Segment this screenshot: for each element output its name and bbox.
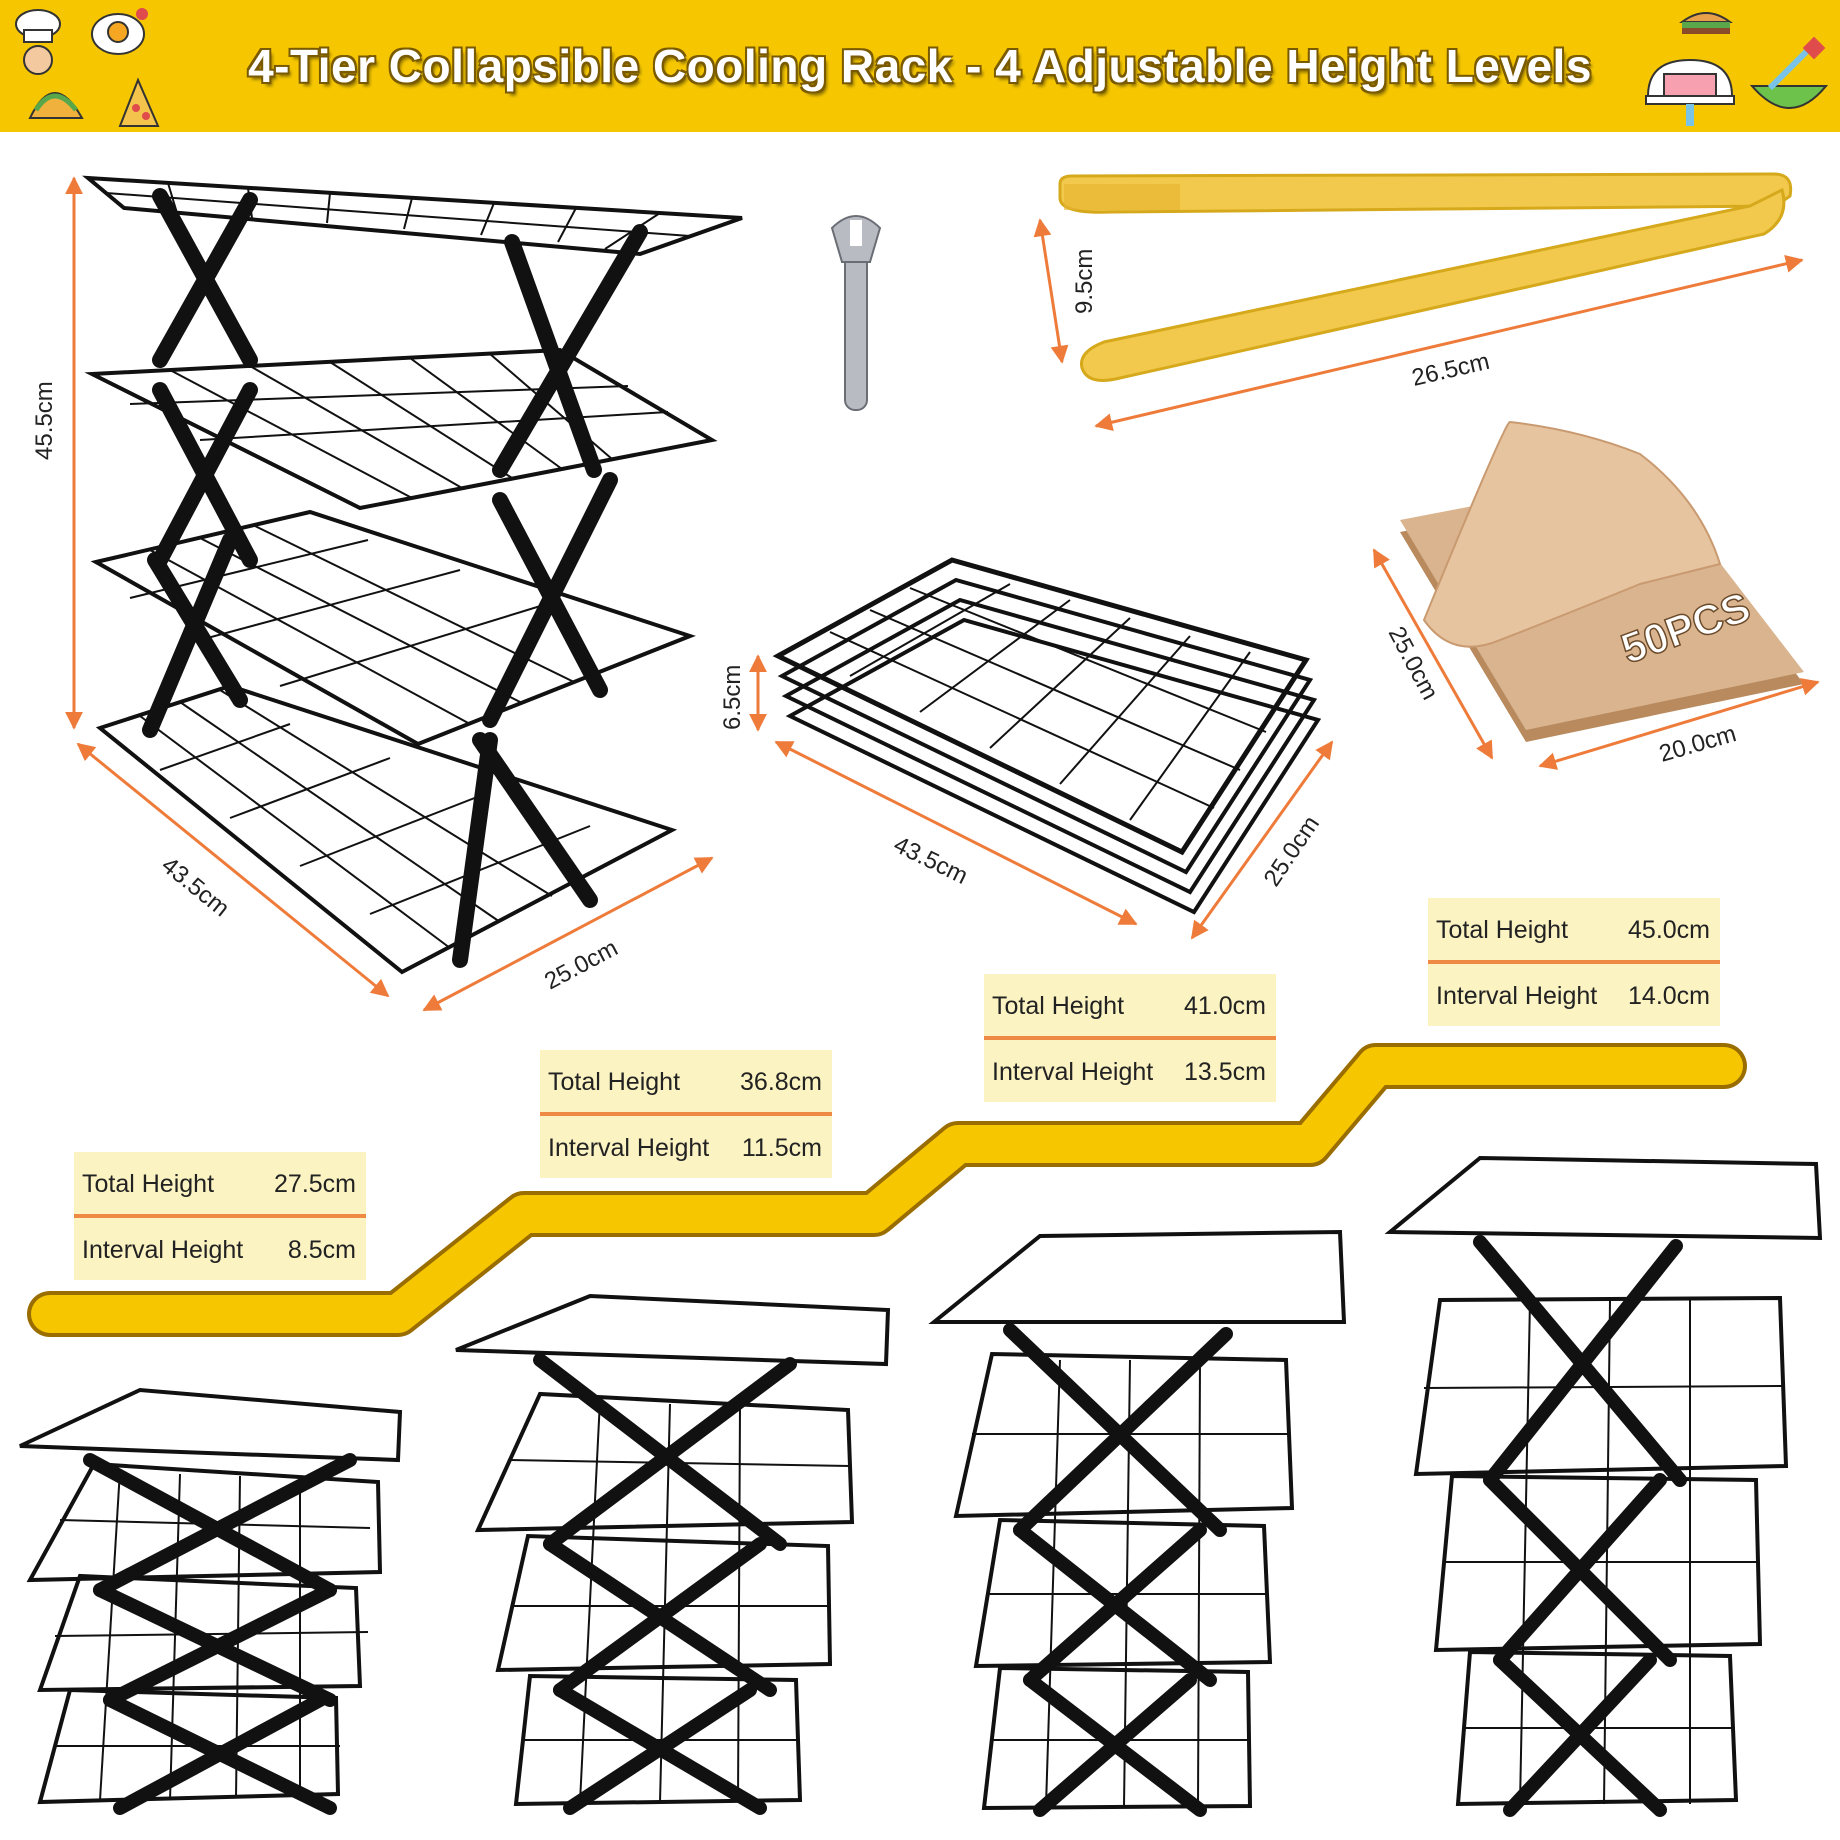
folded-rack-illustration xyxy=(772,557,1322,915)
total-height-row: Total Height 45.0cm xyxy=(1428,898,1720,960)
interval-height-row: Interval Height 13.5cm xyxy=(984,1040,1276,1102)
title-banner: 4-Tier Collapsible Cooling Rack - 4 Adju… xyxy=(0,0,1840,132)
interval-height-value: 11.5cm xyxy=(741,1134,822,1162)
total-height-row: Total Height 36.8cm xyxy=(540,1050,832,1112)
total-height-label: Total Height xyxy=(992,992,1125,1020)
chef-hat-icon xyxy=(15,9,61,75)
folded-length-label: 43.5cm xyxy=(889,831,972,890)
interval-height-value: 13.5cm xyxy=(1184,1058,1266,1086)
interval-height-label: Interval Height xyxy=(82,1236,244,1264)
total-height-label: Total Height xyxy=(1436,916,1569,944)
rack-height-label: 45.5cm xyxy=(31,381,58,460)
level-2-spec-box: Total Height 36.8cm Interval Height 11.5… xyxy=(540,1050,832,1178)
mixing-bowl-icon xyxy=(1749,36,1829,109)
interval-height-value: 14.0cm xyxy=(1628,982,1710,1010)
total-height-row: Total Height 41.0cm xyxy=(984,974,1276,1036)
interval-height-label: Interval Height xyxy=(548,1134,710,1162)
level-4-spec-box: Total Height 45.0cm Interval Height 14.0… xyxy=(1428,898,1720,1026)
spec-divider xyxy=(1428,960,1720,964)
cake-stand-icon xyxy=(1645,58,1735,126)
level-4-rack-illustration xyxy=(1384,1155,1823,1817)
spec-divider xyxy=(984,1036,1276,1040)
dimension-arrow xyxy=(749,654,1334,940)
total-height-label: Total Height xyxy=(82,1170,215,1198)
interval-height-value: 8.5cm xyxy=(287,1236,356,1264)
level-3-rack-illustration xyxy=(928,1229,1347,1817)
dimension-arrow xyxy=(1372,548,1820,770)
pizza-slice-icon xyxy=(118,77,160,127)
assembled-rack-illustration xyxy=(82,175,743,975)
level-1-rack-illustration xyxy=(19,1387,403,1815)
folded-width-label: 25.0cm xyxy=(1259,811,1325,891)
level-1-spec-box: Total Height 27.5cm Interval Height 8.5c… xyxy=(74,1152,366,1280)
folded-height-label: 6.5cm xyxy=(719,665,746,730)
taco-icon xyxy=(28,92,84,119)
dimension-arrow xyxy=(65,176,714,1012)
spec-divider xyxy=(74,1214,366,1218)
tongs-width-label: 9.5cm xyxy=(1071,249,1098,314)
interval-height-label: Interval Height xyxy=(992,1058,1154,1086)
interval-height-row: Interval Height 8.5cm xyxy=(74,1218,366,1280)
interval-height-row: Interval Height 14.0cm xyxy=(1428,964,1720,1026)
fried-egg-icon xyxy=(91,8,148,55)
tongs-length-label: 26.5cm xyxy=(1409,348,1492,392)
scissor-frame xyxy=(142,188,648,968)
level-3-spec-box: Total Height 41.0cm Interval Height 13.5… xyxy=(984,974,1276,1102)
total-height-value: 27.5cm xyxy=(274,1170,356,1198)
rack-shelf xyxy=(95,683,678,975)
page-title: 4-Tier Collapsible Cooling Rack - 4 Adju… xyxy=(248,40,1592,92)
total-height-label: Total Height xyxy=(548,1068,681,1096)
parchment-paper-illustration xyxy=(1400,420,1804,742)
interval-height-row: Interval Height 11.5cm xyxy=(540,1116,832,1178)
parchment-height-label: 25.0cm xyxy=(1383,622,1444,704)
wrench-icon xyxy=(830,215,882,411)
total-height-value: 36.8cm xyxy=(740,1068,822,1096)
interval-height-label: Interval Height xyxy=(1436,982,1598,1010)
burger-icon xyxy=(1678,12,1734,34)
level-2-rack-illustration xyxy=(455,1293,891,1815)
spec-divider xyxy=(540,1112,832,1116)
dimension-arrow xyxy=(1033,218,1804,432)
total-height-value: 41.0cm xyxy=(1184,992,1266,1020)
total-height-value: 45.0cm xyxy=(1628,916,1710,944)
total-height-row: Total Height 27.5cm xyxy=(74,1152,366,1214)
